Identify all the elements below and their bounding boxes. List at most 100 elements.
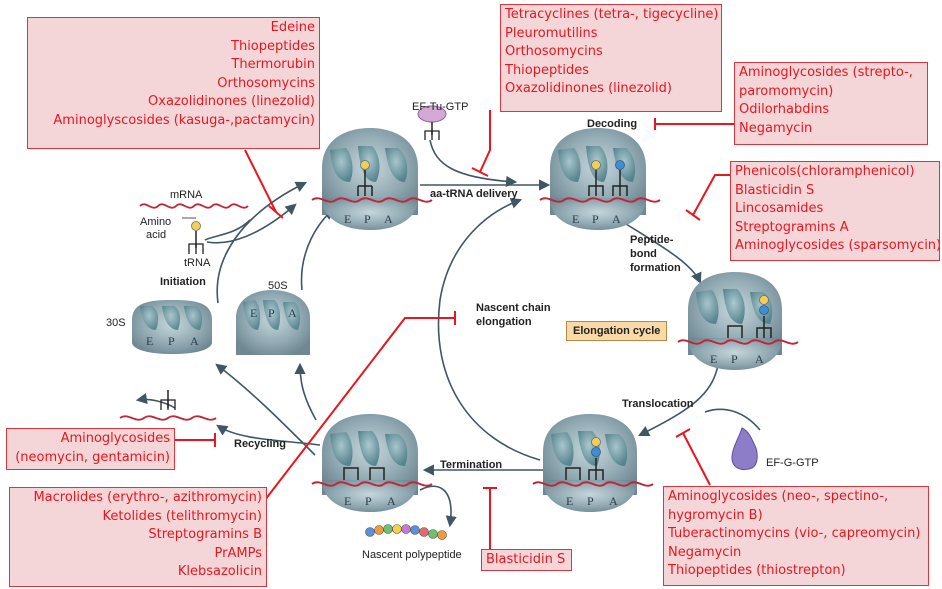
decoding-inhibitors-box: Aminoglycosides (strepto-, paromomycin) … xyxy=(734,62,928,145)
recycling-inhibitors-box: Aminoglycosides (neomycin, gentamicin) xyxy=(6,428,175,470)
inhibitor-item: Orthosomycins xyxy=(217,75,315,91)
delivery-inhibitors-box: Tetracyclines (tetra-, tigecycline) Pleu… xyxy=(500,4,722,112)
inhibitor-item: Macrolides (erythro-, azithromycin) xyxy=(33,490,262,505)
recycling-label: Recycling xyxy=(234,438,286,450)
peptide-bond-label-2: bond xyxy=(630,248,657,260)
trna-label: tRNA xyxy=(184,257,211,269)
amino-acid-label-1: Amino xyxy=(140,216,171,228)
inhibitor-item: Negamycin xyxy=(739,120,813,136)
ribosome-termination xyxy=(311,414,433,512)
site-label: E xyxy=(572,212,579,226)
peptidyl-transferase-inhibitors-box: Phenicols(chloramphenicol) Blasticidin S… xyxy=(730,161,940,261)
subunit-50s-shape xyxy=(236,290,310,355)
site-letters: E P A E P A E P A E P A E P A E P A E P … xyxy=(146,212,764,508)
ef-tu-shape xyxy=(417,105,447,140)
site-label: A xyxy=(387,494,396,508)
translocation-label: Translocation xyxy=(622,398,694,410)
inhibitor-item: Tetracyclines (tetra-, tigecycline) xyxy=(505,7,719,22)
inhibitor-item: paromomycin) xyxy=(739,83,834,99)
nascent-polypeptide-label: Nascent polypeptide xyxy=(362,549,462,561)
site-label: A xyxy=(755,352,764,366)
peptide-bond-label-3: formation xyxy=(630,262,681,274)
subunit-30s-shape xyxy=(132,300,212,354)
inhibitor-lines xyxy=(175,110,755,550)
site-label: E xyxy=(344,212,351,226)
inhibitor-item: hygromycin B) xyxy=(668,507,763,523)
site-label: P xyxy=(365,494,372,508)
initiation-label: Initiation xyxy=(160,276,206,288)
amino-acid-label-2: acid xyxy=(146,229,166,241)
mrna-strand xyxy=(139,203,249,209)
site-label: P xyxy=(731,352,738,366)
inhibitor-item: Aminoglycosides (strepto-, xyxy=(739,65,913,80)
inhibitor-item: Thermorubin xyxy=(231,57,315,72)
site-label: P xyxy=(364,212,371,226)
elongation-cycle-label: Elongation cycle xyxy=(566,321,668,341)
inhibitor-item: Klebsazolicin xyxy=(177,564,262,579)
inhibitor-item: Oxazolidinones (linezolid) xyxy=(148,94,315,109)
site-label: P xyxy=(168,334,175,348)
inhibitor-item: Thiopeptides xyxy=(505,62,589,78)
cycle-arrows xyxy=(135,139,761,528)
nascent-chain-label-1: Nascent chain xyxy=(476,302,551,314)
subunit-50s-label: 50S xyxy=(268,280,288,292)
site-label: P xyxy=(587,494,594,508)
inhibitor-item: Aminoglycosides xyxy=(60,431,170,446)
aa-trna-delivery-label: aa-tRNA delivery xyxy=(430,188,519,200)
decoding-label: Decoding xyxy=(587,118,637,130)
inhibitor-item: Pleuromutilins xyxy=(505,25,598,41)
mrna-label: mRNA xyxy=(170,189,203,201)
inhibitor-item: Thiopeptides xyxy=(231,38,315,54)
site-label: A xyxy=(288,306,297,320)
inhibitor-item: Phenicols(chloramphenicol) xyxy=(735,164,915,179)
translocation-inhibitors-box: Aminoglycosides (neo-, spectino-, hygrom… xyxy=(663,486,929,586)
site-label: P xyxy=(592,212,599,226)
site-label: E xyxy=(710,352,717,366)
ribosome-decoding xyxy=(539,128,661,230)
termination-label: Termination xyxy=(440,459,502,471)
inhibitor-item: (neomycin, gentamicin) xyxy=(15,449,170,465)
elongation-inhibitors-box: Macrolides (erythro-, azithromycin) Keto… xyxy=(9,487,267,587)
inhibitor-item: Oxazolidinones (linezolid) xyxy=(505,81,672,96)
termination-inhibitors-box: Blasticidin S xyxy=(481,549,572,571)
released-mrna xyxy=(119,415,217,421)
inhibitor-item: Streptogramins A xyxy=(735,219,849,235)
ef-tu-label: EF-Tu-GTP xyxy=(412,101,468,113)
inhibitor-item: Blasticidin S xyxy=(735,182,815,198)
nascent-chain-label-2: elongation xyxy=(476,316,532,328)
inhibitor-item: Aminoglyscosides (kasuga-,pactamycin) xyxy=(53,112,315,128)
inhibitor-item: Streptogramins B xyxy=(148,527,262,542)
peptide-bond-label-1: Peptide- xyxy=(630,234,674,246)
inhibitor-item: Ketolides (telithromycin) xyxy=(102,508,262,524)
site-label: E xyxy=(250,306,257,320)
inhibitor-item: Odilorhabdins xyxy=(739,102,830,117)
nascent-polypeptide-beads xyxy=(365,524,447,540)
ribosome-translocation xyxy=(532,414,654,512)
inhibitor-item: Blasticidin S xyxy=(486,552,566,567)
inhibitor-item: Negamycin xyxy=(668,544,742,560)
site-label: P xyxy=(268,306,275,320)
initiation-inhibitors-box: Edeine Thiopeptides Thermorubin Orthosom… xyxy=(27,17,320,149)
site-label: A xyxy=(612,212,621,226)
trna-shape xyxy=(182,217,204,254)
site-label: A xyxy=(609,494,618,508)
site-label: E xyxy=(566,494,573,508)
ef-g-label: EF-G-GTP xyxy=(766,457,819,469)
inhibitor-item: PrAMPs xyxy=(214,545,262,561)
inhibitor-item: Aminoglycosides (sparsomycin) xyxy=(735,238,940,253)
inhibitor-item: Edeine xyxy=(270,20,315,35)
free-trna-shape xyxy=(160,390,176,410)
ribosome-peptide-bond xyxy=(677,272,799,370)
inhibitor-item: Orthosomycins xyxy=(505,44,603,59)
inhibitor-item: Lincosamides xyxy=(735,201,824,216)
ef-g-shape xyxy=(731,427,758,471)
site-label: A xyxy=(190,334,199,348)
inhibitor-item: Thiopeptides (thiostrepton) xyxy=(668,563,846,578)
site-label: E xyxy=(146,334,153,348)
inhibitor-item: Aminoglycosides (neo-, spectino-, xyxy=(668,489,889,504)
subunit-30s-label: 30S xyxy=(106,317,126,329)
inhibitor-item: Tuberactinomycins (vio-, capreomycin) xyxy=(668,526,921,541)
site-label: E xyxy=(344,494,351,508)
